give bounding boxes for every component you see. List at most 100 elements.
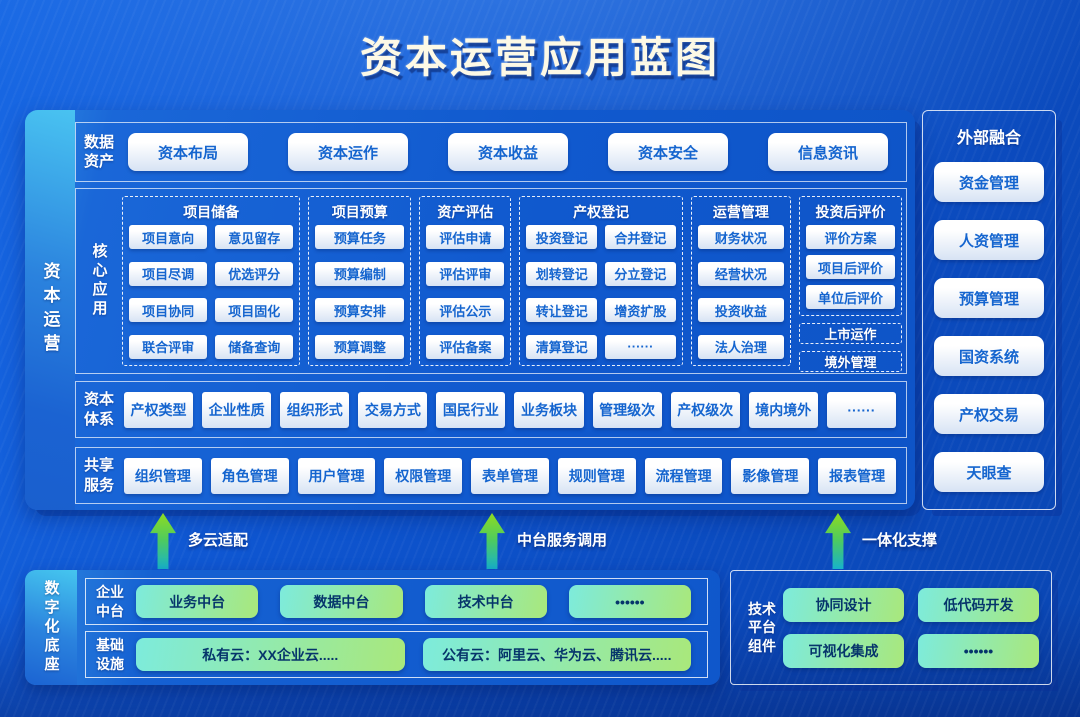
capital-system-chip: 组织形式 xyxy=(280,391,350,428)
arrow-label-middle-platform: 中台服务调用 xyxy=(517,532,608,549)
external-integration-panel: 外部融合 资金管理人资管理预算管理国资系统产权交易天眼查 xyxy=(922,110,1056,510)
shared-service-chip: 流程管理 xyxy=(644,457,723,494)
tech-component-chip: •••••• xyxy=(918,633,1039,668)
core-column-post-investment: 投资后评价 评价方案项目后评价单位后评价 上市运作 境外管理 xyxy=(798,196,902,372)
enterprise-middle-platform-items: 业务中台数据中台技术中台•••••• xyxy=(134,585,707,618)
core-app-chip: 预算调整 xyxy=(315,334,405,359)
core-app-chip: 财务状况 xyxy=(697,225,784,249)
arrow-label-multicloud: 多云适配 xyxy=(188,532,249,549)
capital-system-chip: 产权类型 xyxy=(124,391,194,428)
data-asset-chip: 信息资讯 xyxy=(768,133,888,171)
shared-service-chip: 表单管理 xyxy=(471,457,549,494)
middle-platform-chip: 技术中台 xyxy=(424,585,547,618)
group-items: 评估申请评估评审评估公示评估备案 xyxy=(426,225,505,359)
tech-platform-label-wrap: 技术平台组件 xyxy=(741,600,783,655)
capital-operations-side-strip: 资本运营 xyxy=(25,110,75,510)
core-app-chip: 合并登记 xyxy=(605,225,676,249)
data-asset-chip: 资本运作 xyxy=(288,133,408,171)
core-app-chip: 优选评分 xyxy=(215,261,294,286)
group-title: 项目储备 xyxy=(183,204,240,220)
middle-platform-chip: 业务中台 xyxy=(136,585,259,618)
core-group-property-registration: 产权登记 投资登记合并登记划转登记分立登记转让登记增资扩股清算登记······ xyxy=(519,196,683,366)
core-app-chip: 评估备案 xyxy=(426,334,505,359)
shared-service-chip: 权限管理 xyxy=(384,457,463,494)
capital-system-label: 资本体系 xyxy=(83,391,114,428)
core-apps-section: 核心应用 项目储备 项目意向意见留存项目尽调优选评分项目协同项目固化联合评审储备… xyxy=(75,188,907,374)
shared-services-label: 共享服务 xyxy=(83,457,114,494)
core-groups: 项目储备 项目意向意见留存项目尽调优选评分项目协同项目固化联合评审储备查询 项目… xyxy=(122,189,906,373)
core-app-chip: 分立登记 xyxy=(605,261,676,286)
core-apps-label: 核心应用 xyxy=(90,243,108,319)
group-items: 评价方案项目后评价单位后评价 xyxy=(805,225,895,309)
data-assets-label: 数据资产 xyxy=(83,133,114,171)
core-app-chip: 项目尽调 xyxy=(129,261,208,286)
infrastructure-row: 基础设施 私有云：XX企业云..... 公有云：阿里云、华为云、腾讯云..... xyxy=(85,631,708,678)
digital-foundation-label: 数字化底座 xyxy=(42,580,60,675)
core-app-chip: 划转登记 xyxy=(526,261,598,286)
external-system-chip: 资金管理 xyxy=(934,162,1044,202)
group-title: 项目预算 xyxy=(331,204,388,220)
cloud-chip: 公有云：阿里云、华为云、腾讯云..... xyxy=(422,638,691,671)
overseas-management-box: 境外管理 xyxy=(798,351,902,372)
external-integration-title: 外部融合 xyxy=(956,130,1021,147)
group-items: 财务状况经营状况投资收益法人治理 xyxy=(697,225,784,359)
up-arrow-integration xyxy=(825,513,851,569)
tech-component-chip: 可视化集成 xyxy=(783,633,904,668)
core-group-operations-management: 运营管理 财务状况经营状况投资收益法人治理 xyxy=(690,196,791,366)
group-items: 预算任务预算编制预算安排预算调整 xyxy=(315,225,405,359)
up-arrow-middle-platform xyxy=(479,513,505,569)
shared-services-label-wrap: 共享服务 xyxy=(76,456,122,495)
core-app-chip: 经营状况 xyxy=(697,261,784,286)
group-title: 产权登记 xyxy=(573,204,630,220)
data-asset-chip: 资本安全 xyxy=(608,133,728,171)
core-group-project-budget: 项目预算 预算任务预算编制预算安排预算调整 xyxy=(308,196,412,366)
listing-operation-box: 上市运作 xyxy=(798,323,902,344)
infrastructure-label-wrap: 基础设施 xyxy=(86,636,134,672)
core-app-chip: 评估申请 xyxy=(426,225,505,249)
capital-system-label-wrap: 资本体系 xyxy=(76,390,122,429)
core-app-chip: 增资扩股 xyxy=(605,298,676,323)
capital-system-chip: 企业性质 xyxy=(202,391,272,428)
core-app-chip: 法人治理 xyxy=(697,334,784,359)
group-title: 资产评估 xyxy=(437,204,494,220)
capital-system-chip: 境内境外 xyxy=(748,391,818,428)
middle-platform-chip: •••••• xyxy=(568,585,691,618)
capital-system-chip: 业务板块 xyxy=(514,391,584,428)
shared-service-chip: 规则管理 xyxy=(557,457,636,494)
tech-platform-items: 协同设计低代码开发可视化集成 •••••• xyxy=(783,587,1039,668)
core-group-project-reserve: 项目储备 项目意向意见留存项目尽调优选评分项目协同项目固化联合评审储备查询 xyxy=(122,196,301,366)
tech-platform-label: 技术平台组件 xyxy=(748,601,776,654)
core-apps-label-wrap: 核心应用 xyxy=(76,189,122,373)
capital-system-chip: 国民行业 xyxy=(436,391,506,428)
capital-system-section: 资本体系 产权类型企业性质组织形式交易方式国民行业业务板块管理级次产权级次境内境… xyxy=(75,381,907,438)
digital-foundation-panel: 数字化底座 企业中台 业务中台数据中台技术中台•••••• 基础设施 私有云：X… xyxy=(25,570,720,685)
page-title: 资本运营应用蓝图 xyxy=(359,34,720,81)
capital-system-chip: 产权级次 xyxy=(670,391,740,428)
up-arrow-multicloud xyxy=(150,513,176,569)
digital-foundation-side-strip: 数字化底座 xyxy=(25,570,77,685)
capital-operations-panel: 资本运营 数据资产 资本布局资本运作资本收益资本安全信息资讯 核心应用 项目储备… xyxy=(25,110,915,510)
infrastructure-label: 基础设施 xyxy=(96,637,124,672)
core-app-chip: 意见留存 xyxy=(215,225,294,249)
shared-service-chip: 报表管理 xyxy=(818,457,897,494)
enterprise-middle-platform-label: 企业中台 xyxy=(96,584,124,619)
core-app-chip: 转让登记 xyxy=(526,298,598,323)
core-app-chip: 投资收益 xyxy=(697,298,784,323)
core-group-post-investment-eval: 投资后评价 评价方案项目后评价单位后评价 xyxy=(798,196,902,316)
cloud-chip: 私有云：XX企业云..... xyxy=(136,638,405,671)
data-assets-items: 资本布局资本运作资本收益资本安全信息资讯 xyxy=(122,133,906,171)
data-asset-chip: 资本布局 xyxy=(128,133,248,171)
capital-system-chip: 管理级次 xyxy=(592,391,662,428)
shared-service-chip: 角色管理 xyxy=(210,457,289,494)
external-system-chip: 产权交易 xyxy=(934,394,1044,434)
core-group-asset-valuation: 资产评估 评估申请评估评审评估公示评估备案 xyxy=(419,196,512,366)
core-app-chip: 项目后评价 xyxy=(805,255,895,279)
enterprise-middle-platform-label-wrap: 企业中台 xyxy=(86,583,134,619)
tech-component-chip: 协同设计 xyxy=(783,587,904,622)
external-integration-items: 资金管理人资管理预算管理国资系统产权交易天眼查 xyxy=(934,158,1044,496)
data-assets-label-wrap: 数据资产 xyxy=(76,133,122,172)
tech-component-chip: 低代码开发 xyxy=(918,587,1039,622)
core-app-chip: 投资登记 xyxy=(526,225,598,249)
capital-system-chip: 交易方式 xyxy=(358,391,428,428)
